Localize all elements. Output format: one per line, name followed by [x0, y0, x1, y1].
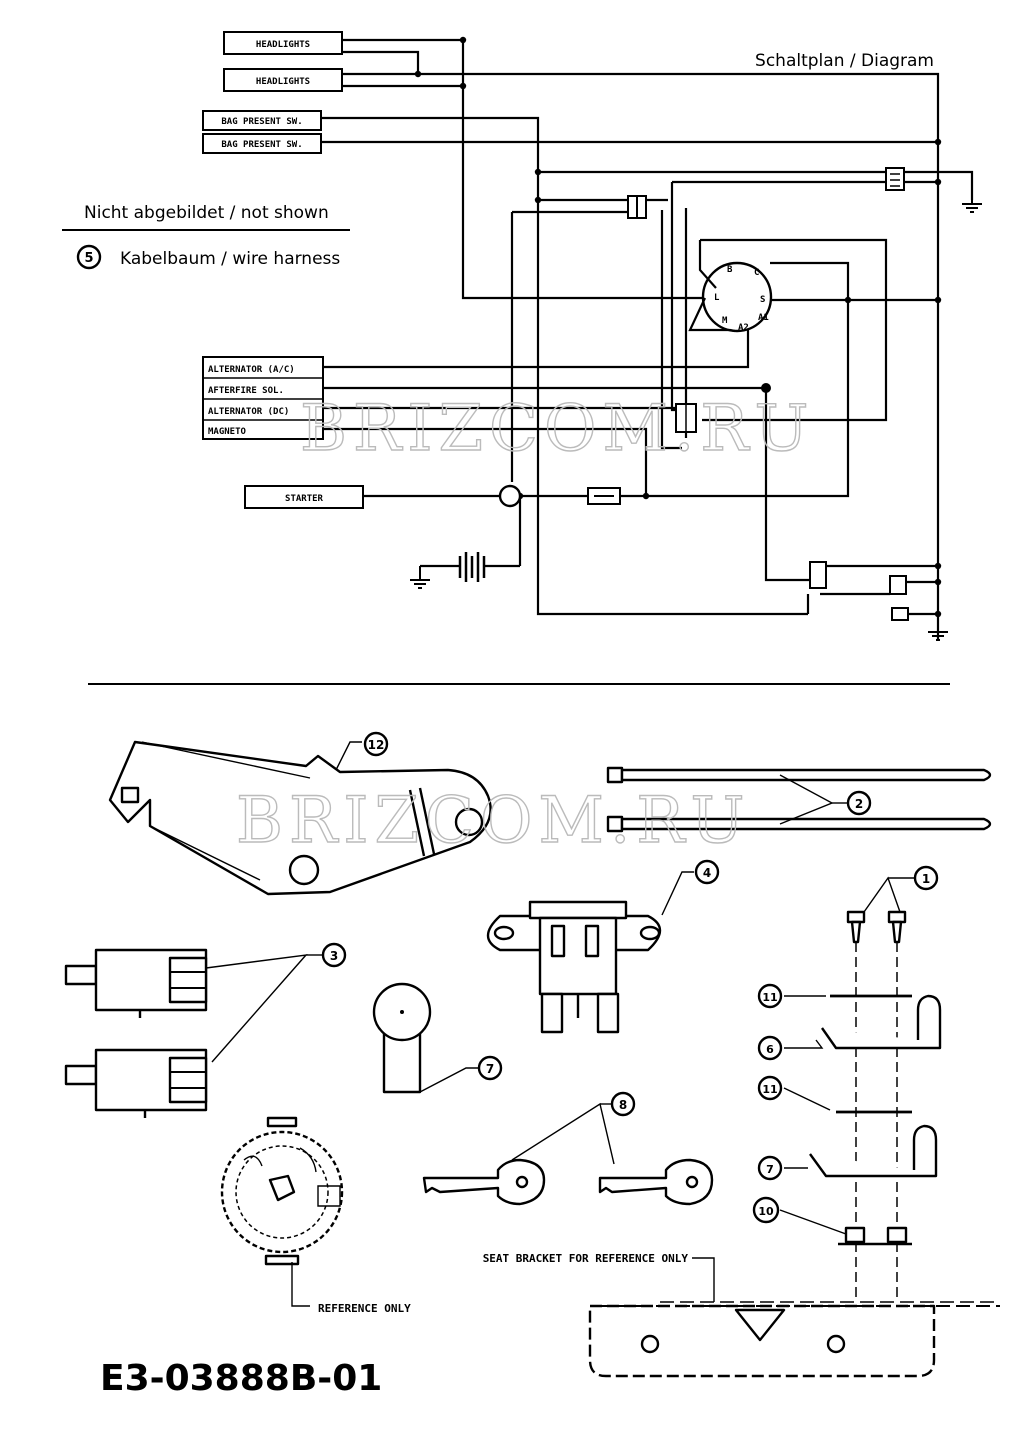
label-afterfire-sol: AFTERFIRE SOL.: [208, 386, 284, 396]
svg-text:7: 7: [766, 1163, 774, 1176]
callout-11: 11: [757, 983, 783, 1009]
svg-text:11: 11: [762, 991, 777, 1004]
wiring-schematic: HEADLIGHTS HEADLIGHTS BAG PRESENT SW. BA…: [202, 31, 982, 641]
part-12-pto-plate: [108, 740, 492, 896]
component-box-starter: STARTER: [244, 485, 364, 509]
part-2-cable-ties: [606, 766, 992, 833]
svg-text:1: 1: [922, 872, 930, 886]
svg-text:3: 3: [330, 949, 338, 963]
svg-text:6: 6: [766, 1043, 774, 1056]
legend-callout-circle: [76, 244, 102, 270]
svg-text:BAG PRESENT SW.: BAG PRESENT SW.: [221, 140, 302, 150]
svg-text:C: C: [754, 268, 759, 278]
svg-text:S: S: [760, 295, 765, 305]
drawing-number: E3-03888B-01: [100, 1358, 382, 1399]
ignition-switch-symbol: B C L S M A2 A1: [688, 240, 773, 333]
part-9-switch-boot: [372, 982, 432, 1094]
watermark: BRIZCOM.RU: [236, 784, 750, 858]
svg-text:A2: A2: [738, 323, 749, 333]
svg-text:B: B: [727, 265, 733, 275]
svg-text:HEADLIGHTS: HEADLIGHTS: [256, 40, 310, 50]
legend-heading: Nicht abgebildet / not shown: [84, 203, 329, 223]
part-3-interlock-switch: [64, 1048, 208, 1118]
ground-symbol: [962, 200, 982, 213]
parts-illustration: 12 2 4: [64, 731, 1000, 1378]
diagram-title: Schaltplan / Diagram: [755, 51, 934, 71]
part-1-bolts: [846, 910, 907, 944]
callout-11: 11: [757, 1075, 783, 1101]
reverse-switch-symbol: [891, 607, 909, 621]
battery-symbol: [458, 552, 486, 582]
callout-1: 1: [913, 865, 939, 891]
svg-text:L: L: [714, 293, 720, 303]
part-10-nuts: [838, 1226, 912, 1246]
svg-text:11: 11: [762, 1083, 777, 1096]
callout-4: 4: [694, 859, 720, 885]
component-box-headlights-1: HEADLIGHTS: [223, 31, 343, 55]
svg-text:8: 8: [619, 1098, 627, 1112]
svg-text:STARTER: STARTER: [285, 494, 324, 504]
legend-item-label: Kabelbaum / wire harness: [120, 249, 340, 269]
svg-text:2: 2: [855, 797, 863, 811]
watermark: BRIZCOM.RU: [300, 392, 814, 466]
label-magneto: MAGNETO: [208, 427, 247, 437]
brake-switch-symbol: [889, 575, 907, 595]
part-8-key: [598, 1158, 714, 1206]
ignition-switch-reference: [220, 1116, 344, 1266]
reference-only-label: REFERENCE ONLY: [318, 1302, 411, 1315]
svg-text:10: 10: [758, 1205, 774, 1218]
ground-symbol: [410, 566, 430, 589]
callout-9: 7: [477, 1055, 503, 1081]
ground-symbol: [928, 631, 948, 641]
component-box-stack-engine: ALTERNATOR (A/C) AFTERFIRE SOL. ALTERNAT…: [202, 356, 324, 440]
part-8-key: [422, 1158, 546, 1206]
label-alternator-ac: ALTERNATOR (A/C): [208, 365, 295, 375]
callout-12: 12: [363, 731, 389, 757]
part-4-solenoid: [486, 900, 662, 1034]
part-6-hook-bracket: [821, 994, 942, 1050]
pto-switch-symbol: [809, 561, 827, 589]
legend-callout-number: 5: [84, 251, 93, 266]
seat-bracket-reference: [588, 1301, 1000, 1378]
part-3-interlock-switch: [64, 948, 208, 1018]
seat-bracket-label: SEAT BRACKET FOR REFERENCE ONLY: [483, 1252, 689, 1265]
starter-solenoid-symbol: [498, 484, 522, 508]
callout-7: 7: [757, 1155, 783, 1181]
svg-text:12: 12: [368, 738, 385, 752]
svg-text:HEADLIGHTS: HEADLIGHTS: [256, 77, 310, 87]
svg-text:A1: A1: [758, 313, 769, 323]
callout-3: 3: [321, 942, 347, 968]
label-alternator-dc: ALTERNATOR (DC): [208, 407, 289, 417]
svg-text:7: 7: [486, 1062, 494, 1076]
callout-2: 2: [846, 790, 872, 816]
svg-text:BAG PRESENT SW.: BAG PRESENT SW.: [221, 117, 302, 127]
not-shown-legend: Nicht abgebildet / not shown 5 Kabelbaum…: [62, 203, 350, 270]
callout-6: 6: [757, 1035, 783, 1061]
component-box-headlights-2: HEADLIGHTS: [223, 68, 343, 92]
part-7-hook-bracket: [809, 1124, 938, 1178]
callout-8: 8: [610, 1091, 636, 1117]
component-box-bag-present-sw-1: BAG PRESENT SW.: [202, 110, 322, 131]
svg-text:M: M: [722, 316, 728, 326]
svg-text:4: 4: [703, 866, 711, 880]
component-box-bag-present-sw-2: BAG PRESENT SW.: [202, 133, 322, 154]
callout-10: 10: [752, 1196, 780, 1224]
